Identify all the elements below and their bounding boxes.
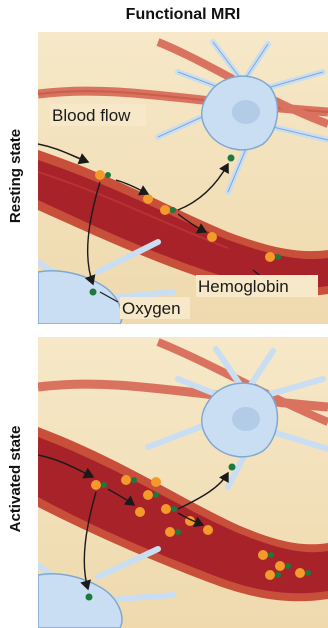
hemoglobin-molecule xyxy=(207,232,217,242)
activated-state-illustration xyxy=(38,337,328,628)
blood-flow-label: Blood flow xyxy=(52,106,131,125)
oxygen-molecule xyxy=(90,289,97,296)
oxygen-molecule xyxy=(86,594,93,601)
oxygen-label: Oxygen xyxy=(122,299,181,318)
figure-title: Functional MRI xyxy=(38,6,328,24)
hemoglobin-label: Hemoglobin xyxy=(198,277,289,296)
hemoglobin-molecule xyxy=(135,507,145,517)
activated-state-panel xyxy=(38,337,328,628)
resting-state-panel: Blood flow Hemoglobin Oxygen xyxy=(38,32,328,324)
oxygen-molecule xyxy=(228,155,235,162)
hemoglobin-molecule xyxy=(203,525,213,535)
hemoglobin-molecule xyxy=(143,194,153,204)
oxygen-molecule xyxy=(229,464,236,471)
hemoglobin-molecule xyxy=(151,477,161,487)
resting-state-label: Resting state xyxy=(4,56,28,296)
resting-state-illustration: Blood flow Hemoglobin Oxygen xyxy=(38,32,328,324)
activated-state-label: Activated state xyxy=(4,359,28,599)
